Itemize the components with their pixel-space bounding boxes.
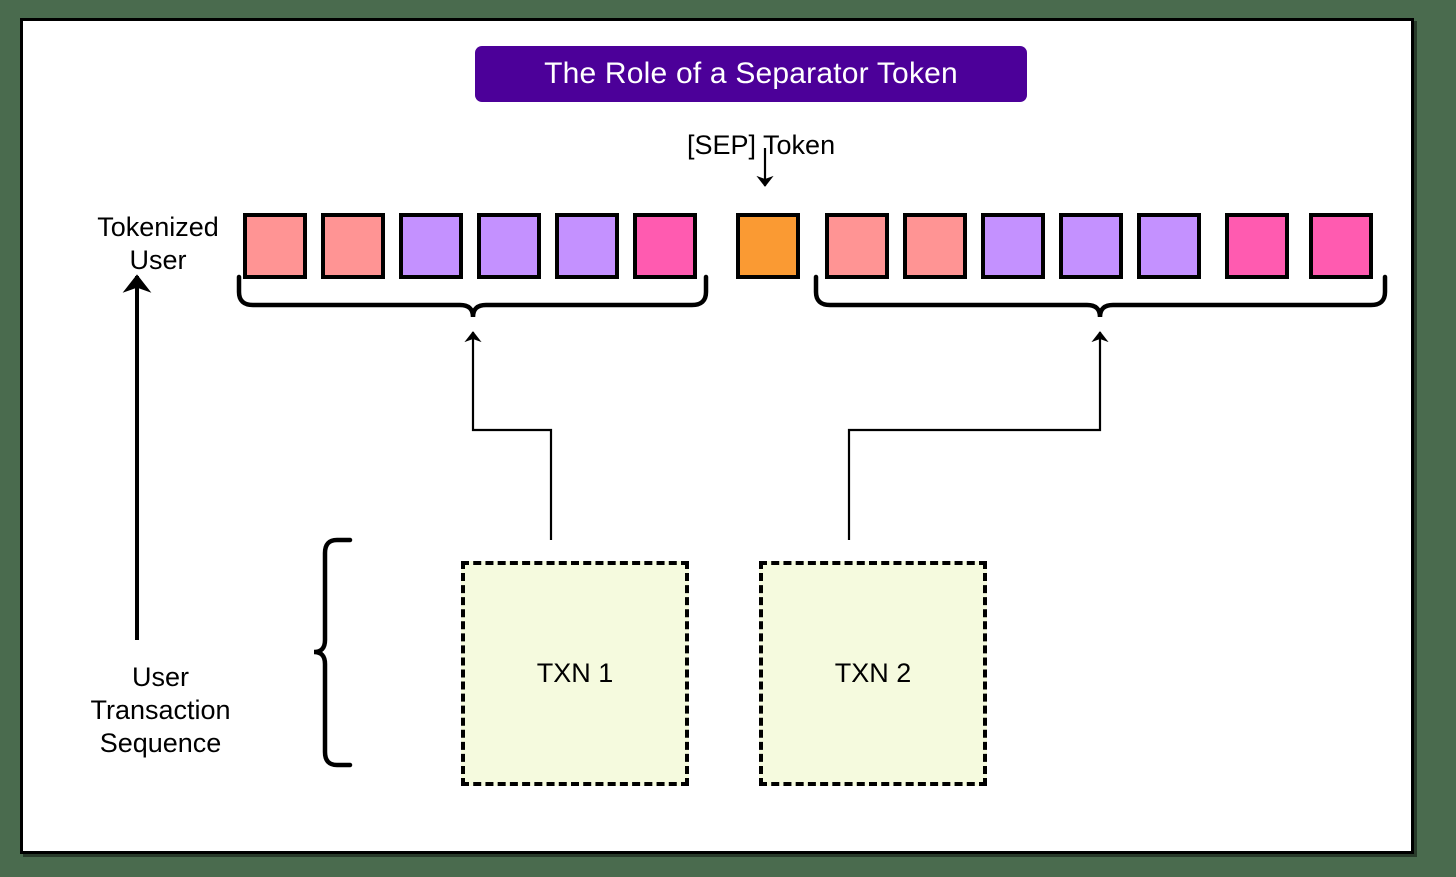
txn-box-1-label: TXN 1 [536,658,614,688]
page-title: The Role of a Separator Token [544,57,958,90]
token-square-12 [1225,213,1289,279]
token-square-1 [321,213,385,279]
token-square-11 [1137,213,1201,279]
title-banner: The Role of a Separator Token [475,46,1027,102]
txn-box-1: TXN 1 [461,561,689,786]
tokenized-user-label: Tokenized User [97,212,219,275]
token-square-0 [243,213,307,279]
token-square-10 [1059,213,1123,279]
token-square-7 [825,213,889,279]
token-square-2 [399,213,463,279]
token-square-8 [903,213,967,279]
user-transaction-sequence-label: User Transaction Sequence [90,662,231,758]
txn-box-2: TXN 2 [759,561,987,786]
txn-box-2-label: TXN 2 [834,658,912,688]
diagram-canvas: The Role of a Separator Token [SEP] Toke… [20,18,1414,854]
separator-token-square [736,213,800,279]
token-square-5 [633,213,697,279]
sep-token-label: [SEP] Token [687,130,836,160]
token-square-3 [477,213,541,279]
token-square-13 [1309,213,1373,279]
token-square-9 [981,213,1045,279]
token-square-4 [555,213,619,279]
